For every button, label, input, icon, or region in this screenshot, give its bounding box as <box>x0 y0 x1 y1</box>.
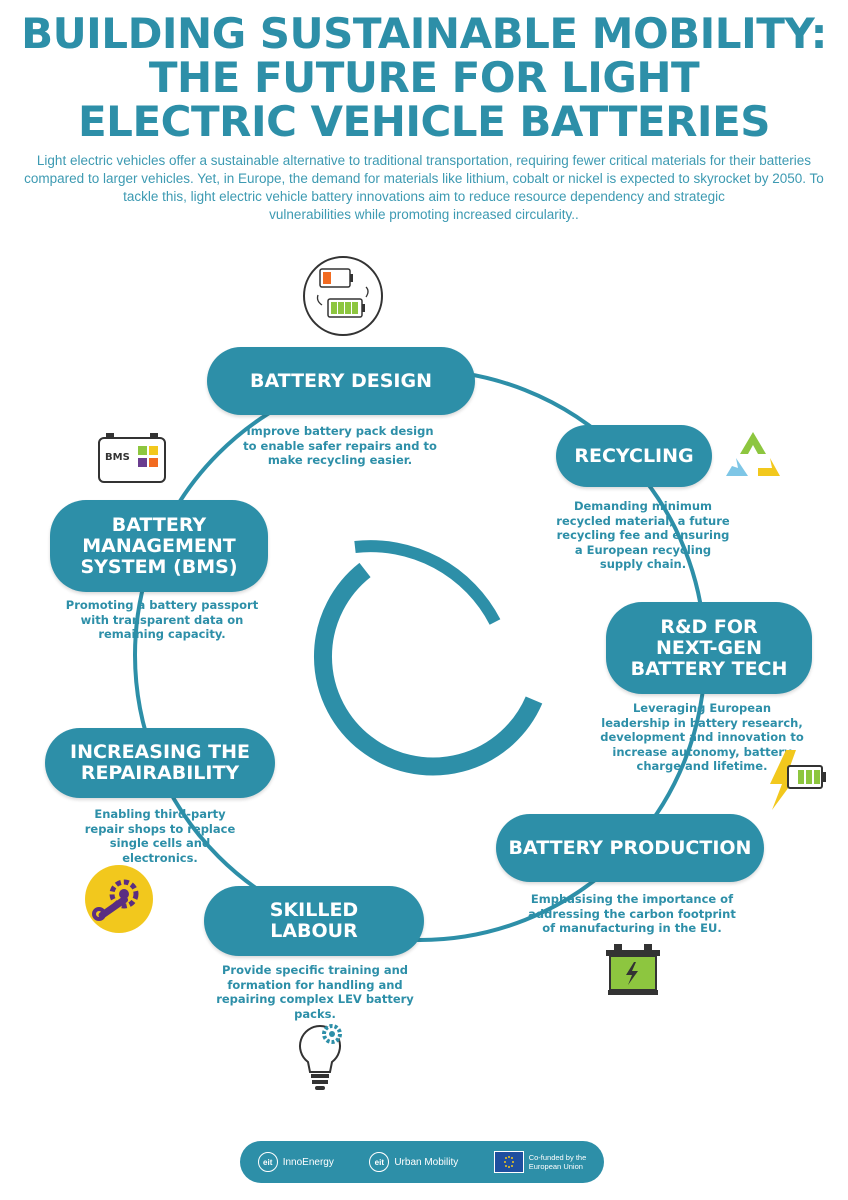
bms-chip-label: BMS <box>105 452 130 463</box>
battery-design-description: Improve battery pack design to enable sa… <box>243 424 437 467</box>
eu-funding-text: Co-funded by the European Union <box>528 1153 587 1171</box>
battery-production-description: Emphasising the importance of addressing… <box>528 892 736 935</box>
logo-eu: Co-funded by the European Union <box>493 1151 587 1173</box>
logo-urban-mobility: eit Urban Mobility <box>369 1152 458 1172</box>
skilled-labour-description: Provide specific training and formation … <box>216 963 414 1021</box>
repairability-description: Enabling third-party repair shops to rep… <box>84 807 236 865</box>
logo-innoenergy: eit InnoEnergy <box>257 1152 334 1172</box>
bms-description: Promoting a battery passport with transp… <box>65 598 259 641</box>
stage-bms: BATTERY MANAGEMENT SYSTEM (BMS) <box>50 500 268 592</box>
intro-line-4: vulnerabilities while promoting increase… <box>269 207 579 222</box>
intro-line-3: tackle this, light electric vehicle batt… <box>123 189 725 204</box>
intro-line-1: Light electric vehicles offer a sustaina… <box>36 153 812 168</box>
intro-line-2: compared to larger vehicles. Yet, in Eur… <box>24 171 824 186</box>
intro-paragraph: Light electric vehicles offer a sustaina… <box>22 152 826 224</box>
stage-battery-design: BATTERY DESIGN <box>207 347 475 415</box>
recycling-description: Demanding minimum recycled material, a f… <box>556 499 730 571</box>
eit-mark-1: eit <box>257 1152 278 1172</box>
center-arc-logo <box>314 540 543 776</box>
stage-rnd: R&D FOR NEXT-GEN BATTERY TECH <box>606 602 812 694</box>
stage-battery-production: BATTERY PRODUCTION <box>496 814 764 882</box>
stage-skilled-labour: SKILLED LABOUR <box>204 886 424 956</box>
title-line-2: THE FUTURE FOR LIGHT <box>148 53 700 102</box>
eu-flag-icon <box>493 1151 524 1173</box>
title-line-1: BUILDING SUSTAINABLE MOBILITY: <box>21 9 827 58</box>
lightbulb-gear-icon <box>290 1020 350 1092</box>
wrench-gear-icon <box>84 864 154 934</box>
stage-recycling: RECYCLING <box>556 425 712 487</box>
eit-mark-2: eit <box>369 1152 390 1172</box>
logo-urban-mobility-label: Urban Mobility <box>394 1156 459 1168</box>
recycle-icon <box>722 428 784 486</box>
footer-logos: eit InnoEnergy eit Urban Mobility Co-fun… <box>240 1141 604 1183</box>
car-battery-icon <box>604 942 662 998</box>
page-title: BUILDING SUSTAINABLE MOBILITY: THE FUTUR… <box>0 12 848 144</box>
lightning-battery-icon <box>764 748 828 812</box>
rnd-description: Leveraging European leadership in batter… <box>600 701 804 773</box>
title-line-3: ELECTRIC VEHICLE BATTERIES <box>77 97 771 146</box>
stage-repairability: INCREASING THE REPAIRABILITY <box>45 728 275 798</box>
bms-chip-icon: BMS <box>96 432 168 486</box>
battery-charging-icon <box>302 255 384 337</box>
logo-innoenergy-label: InnoEnergy <box>282 1156 334 1168</box>
